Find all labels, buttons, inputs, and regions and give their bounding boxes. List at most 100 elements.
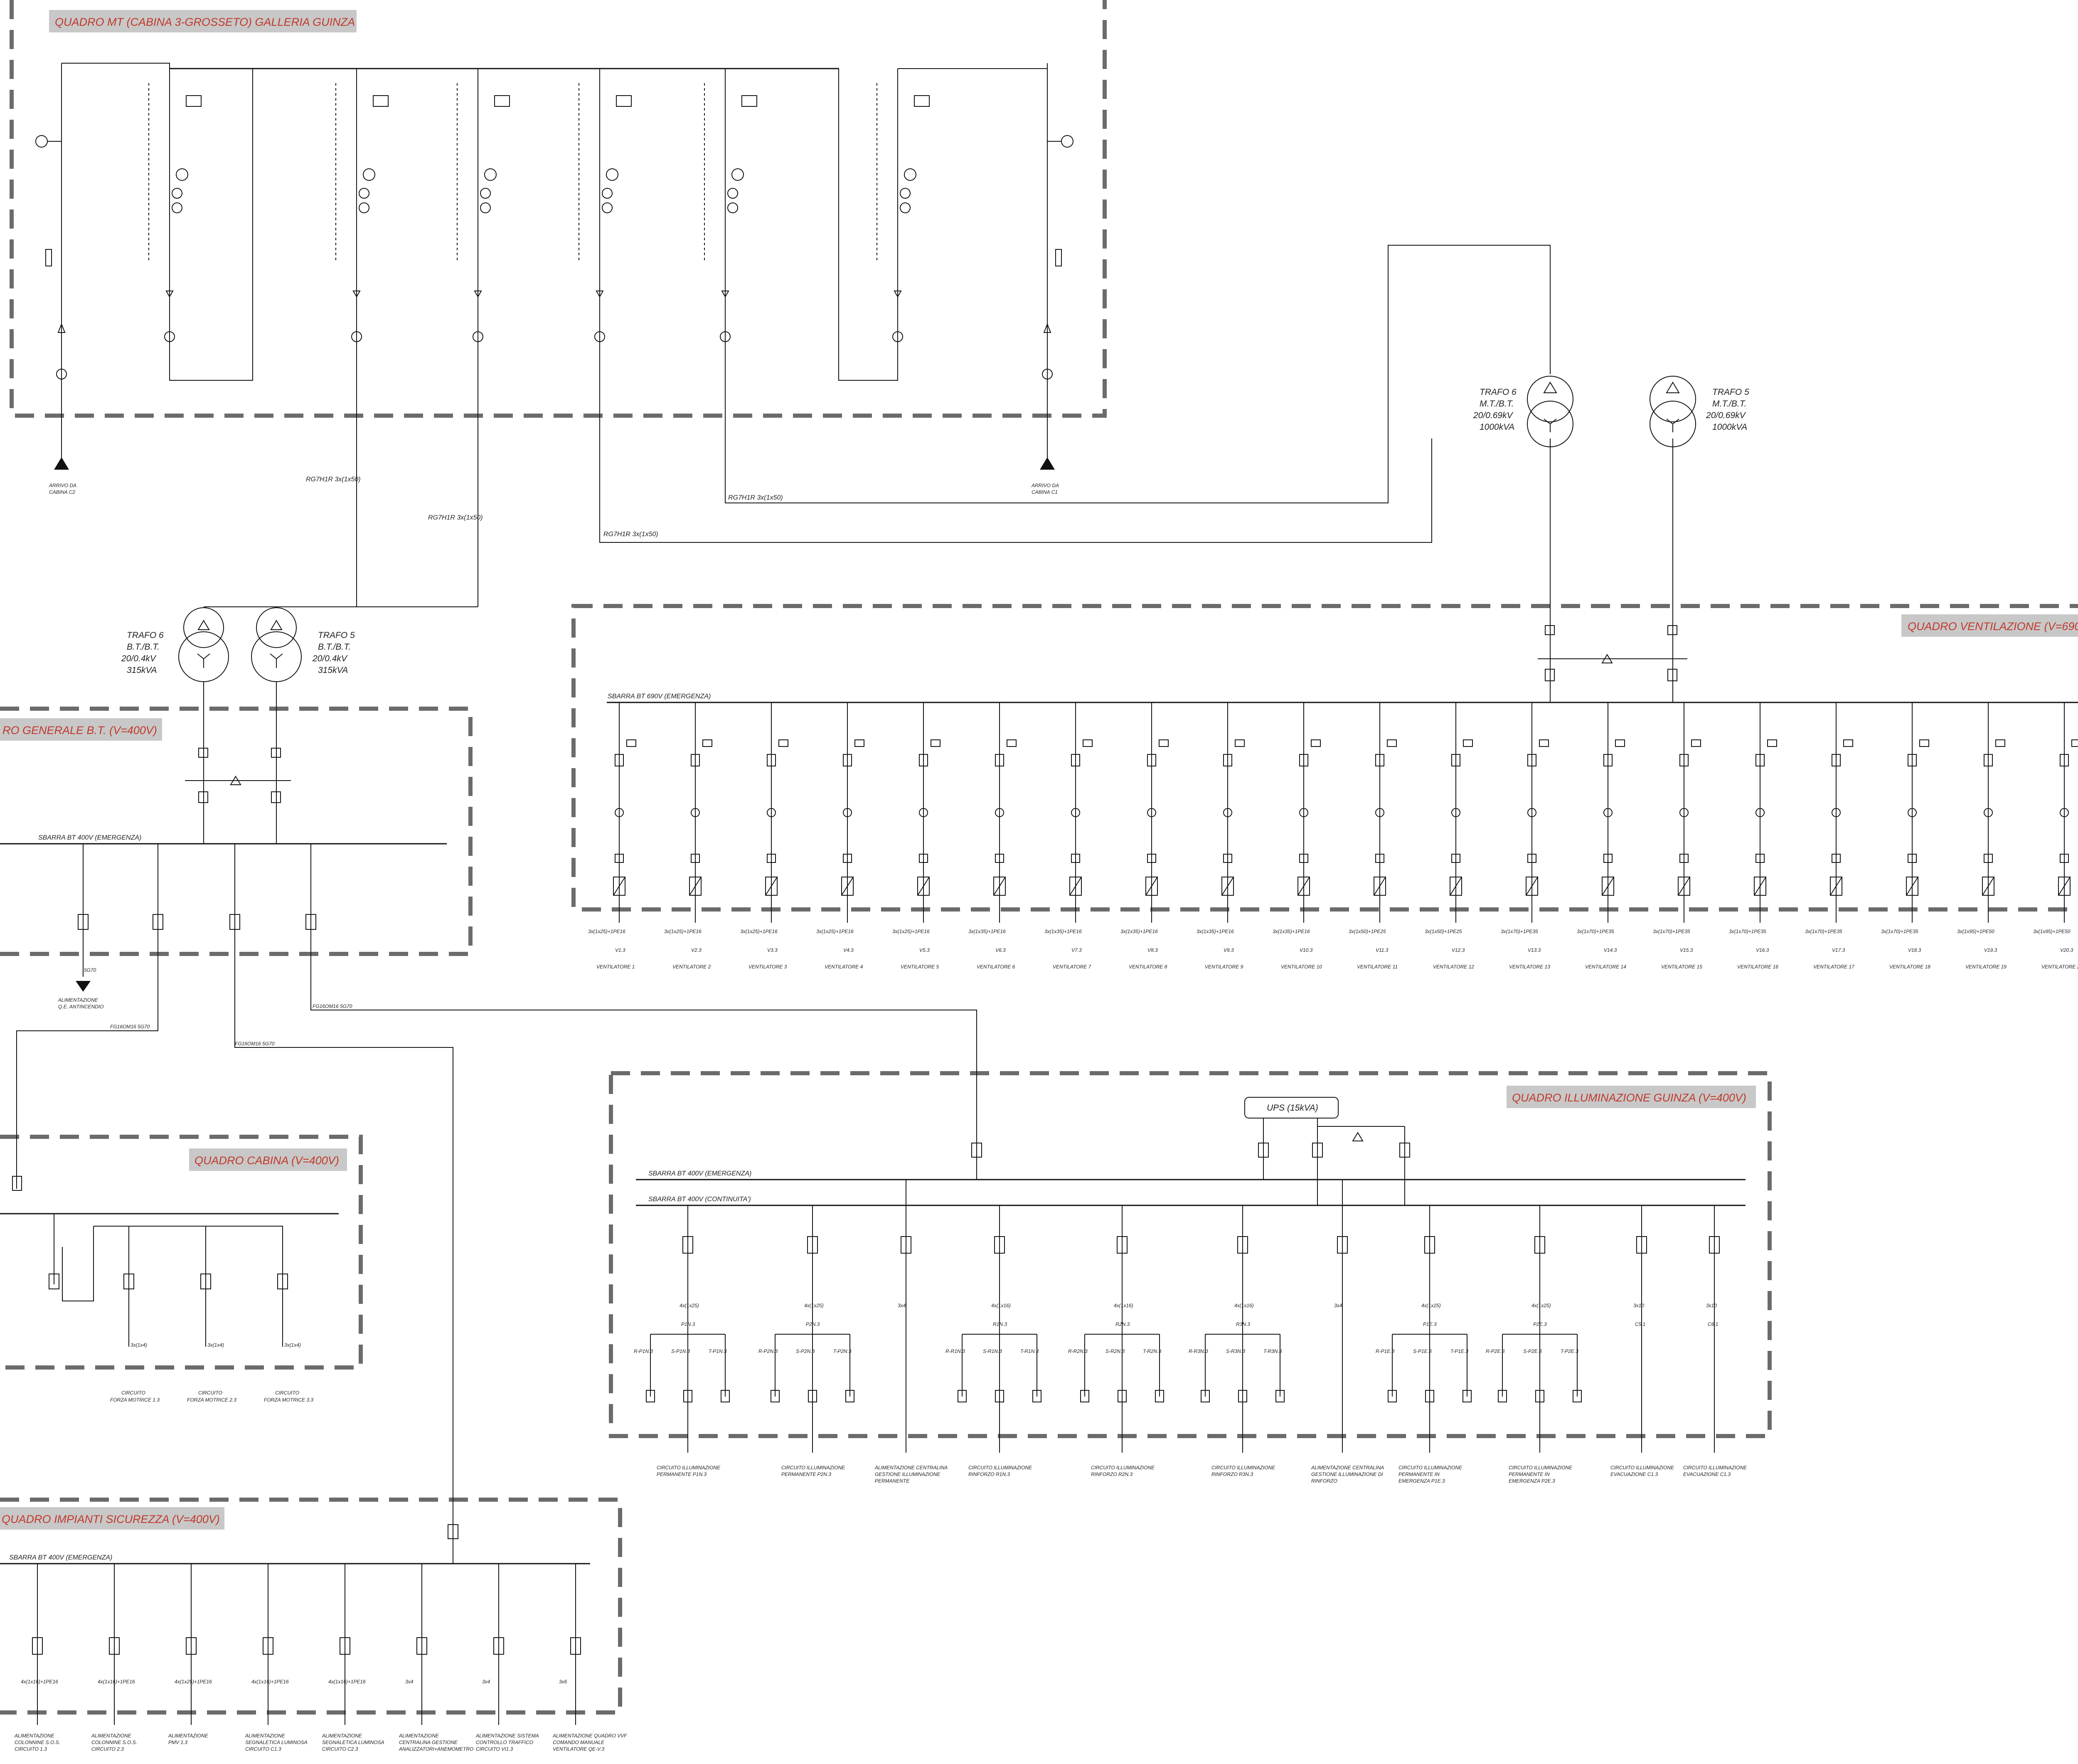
lighting-circuit-name: EVACUAZIONE C1.3	[1683, 1471, 1731, 1477]
mt-cable-label-4: RG7H1R 3x(1x50)	[728, 494, 783, 501]
lighting-phase-label: R-R2N.3	[1068, 1348, 1088, 1354]
mt-cable-label-1: RG7H1R 3x(1x50)	[306, 476, 361, 483]
safety-circuit-name: ALIMENTAZIONE SISTEMA	[475, 1733, 539, 1739]
mt-cell-3	[457, 69, 510, 345]
safety-circuit-name: CIRCUITO C1.3	[245, 1746, 281, 1752]
ventilator-name: VENTILATORE 19	[1965, 964, 2007, 970]
mt-cell-4	[579, 69, 632, 345]
light-busbar-emergency-label: SBARRA BT 400V (EMERGENZA)	[648, 1170, 751, 1177]
feed-cable-fg16-2: FG16OM16 5G70	[235, 1041, 275, 1047]
transformer-trafo6-mt: TRAFO 6 M.T./B.T. 20/0.69kV 1000kVA	[1473, 376, 1573, 447]
cabin-circuit-name-line-1: CIRCUITO	[275, 1390, 299, 1396]
lighting-cable: 4x(1x25)	[804, 1303, 824, 1308]
lighting-phase-label: R-P2E.3	[1486, 1348, 1505, 1354]
trafo5-bt-line-1: TRAFO 5	[318, 631, 355, 640]
lighting-phase-label: S-R3N.3	[1226, 1348, 1245, 1354]
safety-circuit-name: COLONNINE S.O.S.	[15, 1739, 60, 1745]
lighting-tag: C5.1	[1635, 1321, 1645, 1327]
lighting-cable: 4x(1x16)	[1234, 1303, 1254, 1308]
safety-panel-border	[0, 1498, 622, 1715]
lighting-circuit-name: EMERGENZA P2E.3	[1509, 1478, 1555, 1484]
lighting-phase-label: R-P1N.3	[634, 1348, 653, 1354]
transformer-trafo5-mt: TRAFO 5 M.T./B.T. 20/0.69kV 1000kVA	[1650, 376, 1749, 447]
ventilator-cable: 3x(1x95)+1PE50	[1957, 929, 1994, 934]
ventilator-cable: 3x(1x25)+1PE16	[816, 929, 854, 934]
lighting-circuit-name: CIRCUITO ILLUMINAZIONE	[657, 1465, 721, 1471]
ventilator-tag: V7.3	[1071, 947, 1082, 953]
lighting-phase-label: R-R3N.3	[1189, 1348, 1208, 1354]
mt-incoming-left	[35, 63, 69, 470]
ventilator-tag: V2.3	[691, 947, 702, 953]
ventilator-cable: 3x(1x25)+1PE16	[664, 929, 702, 934]
panel-borders	[0, 0, 2078, 1715]
ventilator-name: VENTILATORE 3	[748, 964, 787, 970]
lighting-phase-label: T-R3N.3	[1263, 1348, 1282, 1354]
safety-circuit-name: CIRCUITO VI1.3	[476, 1746, 513, 1752]
ventilator-tag: V16.3	[1756, 947, 1769, 953]
lighting-tag: P1E.3	[1423, 1321, 1437, 1327]
lighting-phase-label: T-R2N.3	[1143, 1348, 1162, 1354]
ventilator-cable: 3x(1x35)+1PE16	[1273, 929, 1310, 934]
lighting-phase-label: S-P2E.3	[1523, 1348, 1542, 1354]
safety-circuit-name: ALIMENTAZIONE QUADRO VVF	[552, 1733, 627, 1739]
feed-cable-fg16-1: FG16OM16 5G70	[110, 1024, 150, 1030]
cabin-circuit-name-line-2: FORZA MOTRICE 1.3	[110, 1397, 160, 1403]
trafo6-bt-line-3: 20/0.4kV	[121, 654, 157, 663]
cabin-circuit-cable: 3x(1x4)	[130, 1342, 147, 1348]
lighting-phase-label: S-P1E.3	[1413, 1348, 1432, 1354]
svg-text:QUADRO MT (CABINA 3-GROSSETO): QUADRO MT (CABINA 3-GROSSETO) GALLERIA G…	[55, 16, 355, 28]
safety-circuit-name: CIRCUITO C2.3	[322, 1746, 358, 1752]
svg-text:QUADRO IMPIANTI SICUREZZA (V=4: QUADRO IMPIANTI SICUREZZA (V=400V)	[2, 1513, 220, 1525]
lighting-circuit-name: CIRCUITO ILLUMINAZIONE	[1509, 1465, 1573, 1471]
ventilator-name: VENTILATORE 14	[1585, 964, 1626, 970]
lighting-circuit-name: EMERGENZA P1E.3	[1398, 1478, 1445, 1484]
ventilator-name: VENTILATORE 11	[1357, 964, 1398, 970]
ventilator-cable: 3x(1x95)+1PE50	[2033, 929, 2071, 934]
feed-cable-fg16-3: FG16OM16 5G70	[313, 1003, 352, 1009]
cabin-circuit-cable: 3x(1x4)	[207, 1342, 224, 1348]
feed-label-line-1: ALIMENTAZIONE	[58, 997, 98, 1003]
lighting-cable: 3x4	[1334, 1303, 1342, 1308]
lighting-cable: 4x(1x25)	[680, 1303, 699, 1308]
trafo6-mt-line-1: TRAFO 6	[1480, 387, 1517, 397]
cabin-circuit-name-line-1: CIRCUITO	[121, 1390, 145, 1396]
trafo5-mt-line-2: M.T./B.T.	[1712, 399, 1746, 409]
ventilator-cable: 3x(1x50)+1PE25	[1425, 929, 1462, 934]
ventilator-tag: V10.3	[1300, 947, 1313, 953]
svg-text:RO GENERALE B.T. (V=400V): RO GENERALE B.T. (V=400V)	[2, 724, 157, 737]
trafo5-bt-line-3: 20/0.4kV	[312, 654, 348, 663]
ventilator-name: VENTILATORE 17	[1813, 964, 1855, 970]
lighting-tag: P1N.3	[681, 1321, 695, 1327]
lighting-phase-label: T-P1E.3	[1450, 1348, 1468, 1354]
ups-label: UPS (15kVA)	[1267, 1103, 1318, 1113]
ups-box	[1244, 1097, 1339, 1119]
ventilator-name: VENTILATORE 20	[2041, 964, 2078, 970]
ventilator-tag: V18.3	[1908, 947, 1921, 953]
mt-section: RG7H1R 3x(1x50) RG7H1R 3x(1x50) RG7H1R 3…	[35, 63, 1673, 599]
trafo5-mt-line-1: TRAFO 5	[1712, 387, 1749, 397]
lighting-circuit-name: GESTIONE ILLUMINAZIONE DI	[1311, 1471, 1383, 1477]
safety-circuit-name: VENTILATORE QE-V.3	[553, 1746, 604, 1752]
